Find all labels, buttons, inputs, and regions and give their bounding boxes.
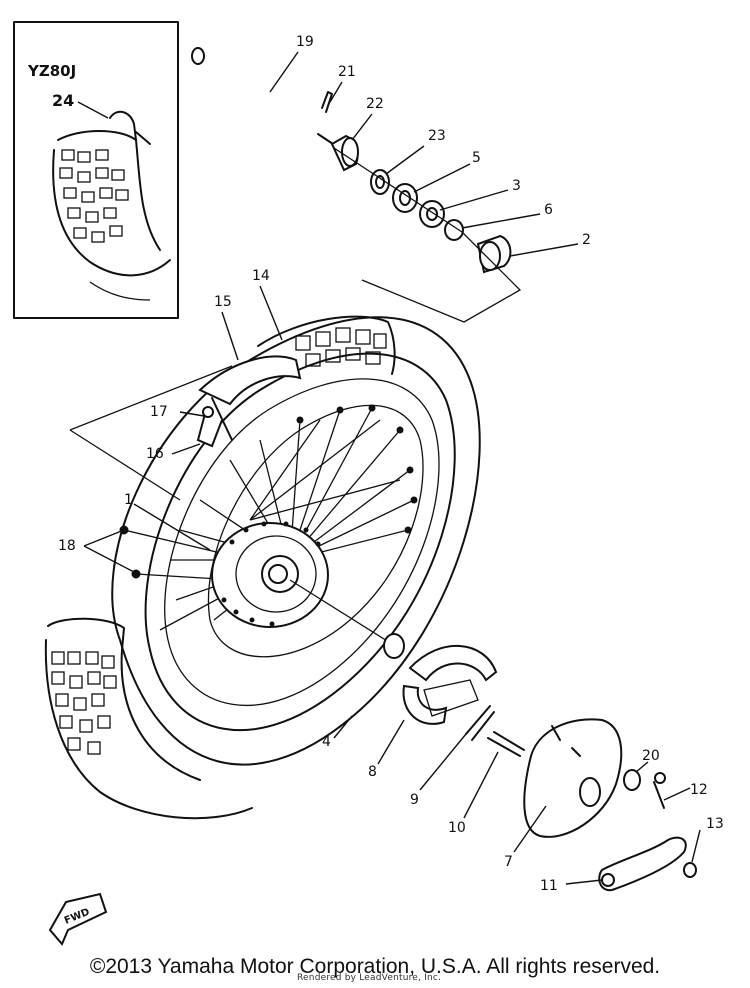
callout-16[interactable]: 16 bbox=[146, 446, 164, 462]
callout-13[interactable]: 13 bbox=[706, 816, 724, 832]
callout-5[interactable]: 5 bbox=[472, 150, 481, 166]
callout-3[interactable]: 3 bbox=[512, 178, 521, 194]
tire-cutaway bbox=[44, 617, 253, 820]
callout-8[interactable]: 8 bbox=[368, 764, 377, 780]
callout-23[interactable]: 23 bbox=[428, 128, 446, 144]
callout-4[interactable]: 4 bbox=[322, 734, 331, 750]
fwd-arrow: FWD bbox=[48, 892, 108, 946]
callouts: 19 21 22 23 5 3 6 2 14 15 17 16 1 18 4 8… bbox=[58, 34, 724, 894]
callout-9[interactable]: 9 bbox=[410, 792, 419, 808]
callout-1[interactable]: 1 bbox=[124, 492, 133, 508]
callout-15[interactable]: 15 bbox=[214, 294, 232, 310]
render-watermark: Rendered by LeadVenture, Inc. bbox=[297, 973, 442, 983]
axle-assembly bbox=[69, 47, 522, 501]
copyright-notice: ©2013 Yamaha Motor Corporation, U.S.A. A… bbox=[89, 955, 661, 978]
callout-19[interactable]: 19 bbox=[296, 34, 314, 50]
inset-callout-24[interactable]: 24 bbox=[52, 91, 74, 110]
callout-17[interactable]: 17 bbox=[150, 404, 168, 420]
callout-11[interactable]: 11 bbox=[540, 878, 558, 894]
callout-2[interactable]: 2 bbox=[582, 232, 591, 248]
callout-6[interactable]: 6 bbox=[544, 202, 553, 218]
callout-21[interactable]: 21 bbox=[338, 64, 356, 80]
callout-7[interactable]: 7 bbox=[504, 854, 513, 870]
callout-20[interactable]: 20 bbox=[642, 748, 660, 764]
callout-22[interactable]: 22 bbox=[366, 96, 384, 112]
inset-title: YZ80J bbox=[27, 62, 76, 80]
callout-18[interactable]: 18 bbox=[58, 538, 76, 554]
front-wheel bbox=[111, 315, 481, 766]
leader-lines bbox=[83, 51, 701, 885]
callout-12[interactable]: 12 bbox=[690, 782, 708, 798]
callout-10[interactable]: 10 bbox=[448, 820, 466, 836]
inset-panel: YZ80J 24 bbox=[13, 21, 179, 319]
callout-14[interactable]: 14 bbox=[252, 268, 270, 284]
brake-assembly bbox=[383, 633, 697, 892]
inset-frame bbox=[13, 21, 179, 319]
